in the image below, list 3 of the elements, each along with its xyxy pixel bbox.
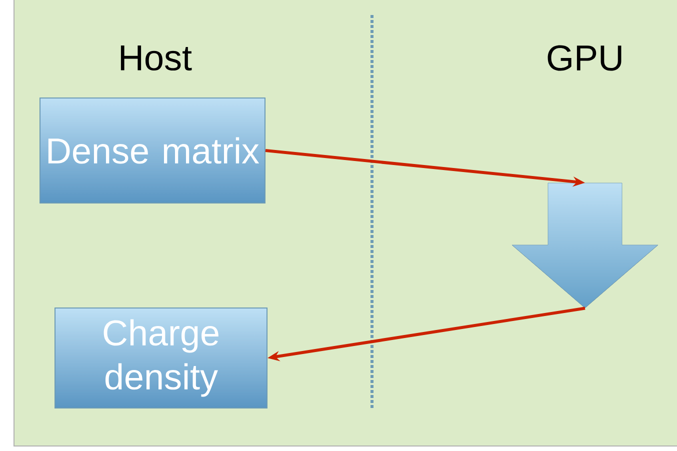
process-box: Charge density [54, 308, 268, 408]
column-heading: GPU [548, 45, 622, 71]
process-box: Dense matrix [40, 98, 266, 204]
